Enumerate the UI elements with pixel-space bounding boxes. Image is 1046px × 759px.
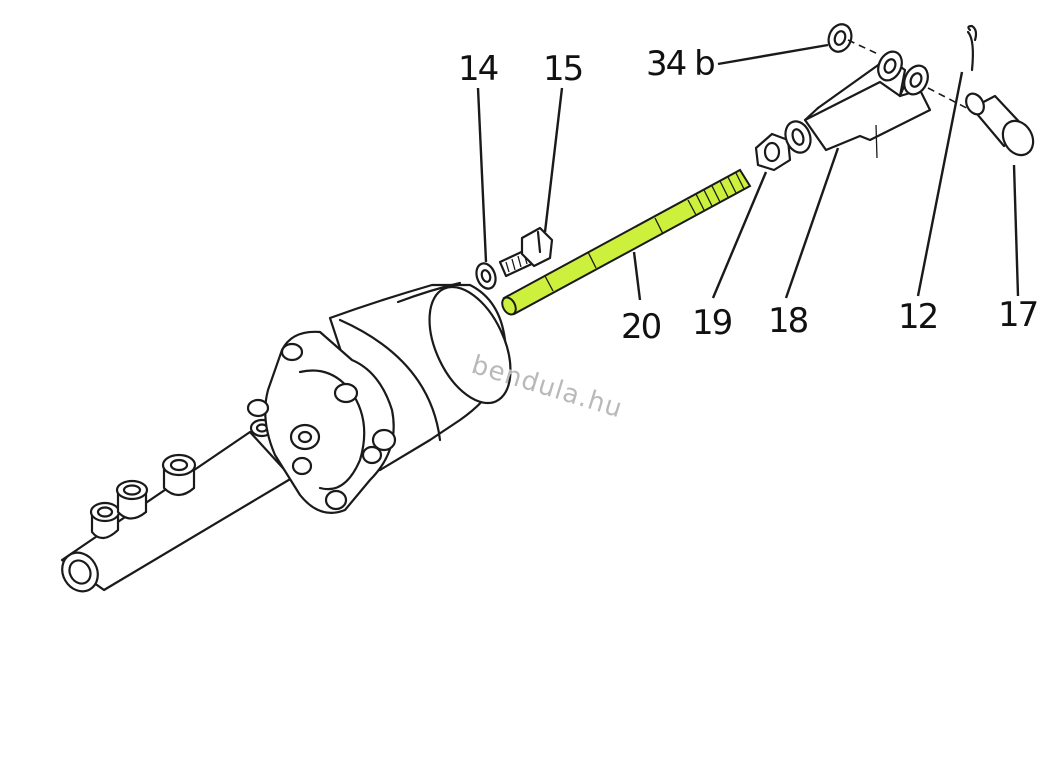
port-3	[161, 453, 197, 497]
leader-19	[711, 171, 768, 299]
master-cylinder	[60, 418, 294, 593]
leader-17	[1012, 164, 1020, 297]
leader-12	[916, 71, 964, 297]
nut-19	[754, 132, 792, 172]
port-1	[89, 501, 121, 540]
leader-20	[632, 251, 642, 301]
label-17: 17	[998, 295, 1037, 335]
leader-18	[784, 147, 840, 299]
leader-14	[476, 87, 488, 263]
mounting-flange	[246, 330, 397, 514]
label-18: 18	[768, 301, 808, 341]
label-14: 14	[458, 49, 498, 89]
washer-34b	[827, 23, 853, 53]
label-15: 15	[543, 49, 582, 89]
washer-14	[475, 262, 497, 290]
label-20: 20	[621, 307, 661, 347]
part-labels: 14 15 34 b 20 19 18 12 17	[458, 44, 1039, 347]
leader-lines	[476, 43, 1020, 301]
clevis-pin-17	[965, 92, 1035, 157]
split-pin-12	[966, 24, 978, 72]
label-34b: 34 b	[646, 44, 714, 84]
label-12: 12	[898, 297, 937, 337]
push-rod-20	[501, 168, 752, 316]
booster-assembly	[60, 281, 512, 593]
port-2	[115, 479, 149, 520]
label-19: 19	[692, 303, 732, 343]
leader-34b	[717, 43, 829, 66]
clevis-18	[784, 50, 932, 159]
bolt-15	[498, 226, 554, 278]
leader-15	[543, 87, 564, 233]
